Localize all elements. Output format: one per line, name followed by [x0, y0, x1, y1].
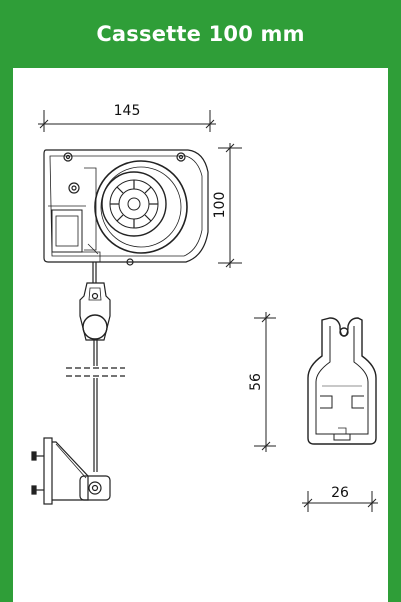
cord-assembly: [66, 262, 125, 472]
width-dimension-label: 145: [114, 103, 141, 119]
width-dimension: [38, 110, 216, 132]
title-banner: Cassette 100 mm: [0, 0, 401, 68]
cassette-body: [43, 149, 209, 266]
wall-bracket: [31, 437, 111, 505]
profile-height-dimension: [254, 312, 276, 452]
profile-width-dimension: [302, 491, 378, 512]
right-green-border: [388, 68, 401, 602]
left-green-border: [0, 68, 13, 602]
height-dimension: [218, 143, 242, 268]
profile-width-label: 26: [331, 485, 349, 501]
profile-section: [307, 317, 377, 445]
profile-height-label: 56: [248, 373, 264, 391]
page-title: Cassette 100 mm: [96, 22, 305, 46]
height-dimension-label: 100: [212, 192, 228, 219]
